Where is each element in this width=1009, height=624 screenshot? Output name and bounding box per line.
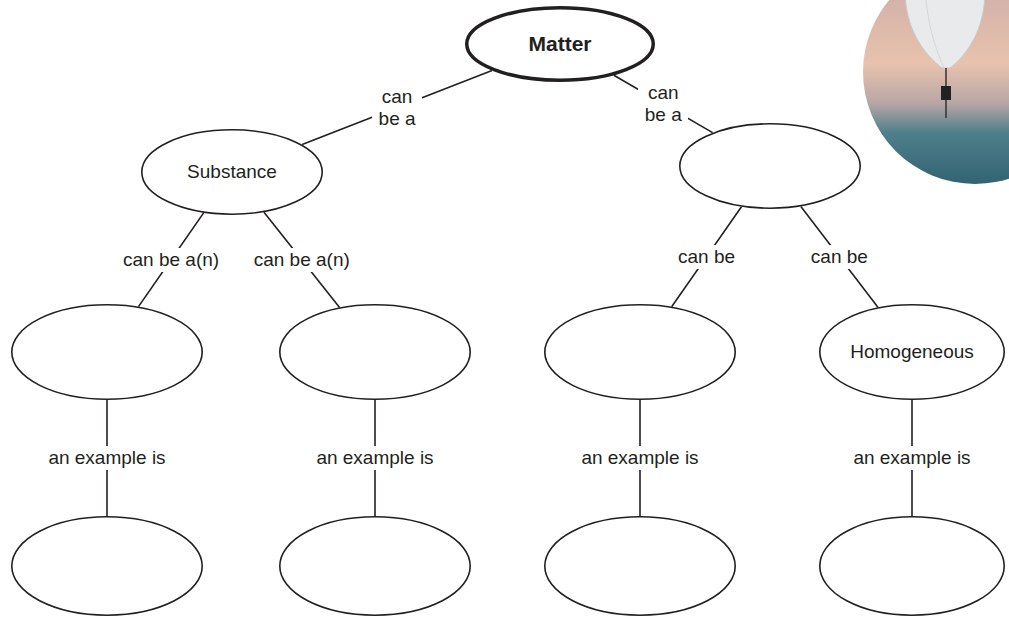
oval-outline (544, 304, 736, 400)
concept-oval: Substance (141, 129, 323, 215)
link-label: an example is (851, 446, 972, 470)
connector-line (801, 206, 878, 307)
concept-text: Matter (528, 32, 591, 56)
concept-oval: Matter (465, 6, 655, 82)
oval-outline (279, 516, 471, 616)
concept-oval (544, 304, 736, 400)
link-label: can be a (638, 81, 688, 127)
concept-oval (679, 123, 861, 209)
oval-outline (11, 304, 203, 400)
oval-outline (279, 304, 471, 400)
concept-oval: Homogeneous (819, 304, 1005, 400)
connector-line (614, 75, 713, 132)
concept-oval (544, 516, 736, 616)
link-label: can be a(n) (121, 248, 221, 272)
connector-line (302, 71, 492, 145)
link-label: can be a(n) (252, 248, 352, 272)
concept-oval (279, 516, 471, 616)
oval-outline (679, 123, 861, 209)
link-label: can be a (372, 85, 422, 131)
oval-outline (819, 516, 1005, 616)
link-label: an example is (46, 446, 167, 470)
concept-oval (11, 516, 203, 616)
link-label: an example is (579, 446, 700, 470)
concept-text: Substance (187, 161, 277, 183)
link-label: can be (676, 245, 737, 269)
concept-oval (279, 304, 471, 400)
oval-outline (11, 516, 203, 616)
concept-oval (11, 304, 203, 400)
connector-line (672, 207, 742, 307)
link-label: can be (809, 245, 870, 269)
oval-outline (544, 516, 736, 616)
concept-oval (819, 516, 1005, 616)
link-label: an example is (314, 446, 435, 470)
concept-text: Homogeneous (850, 341, 974, 363)
